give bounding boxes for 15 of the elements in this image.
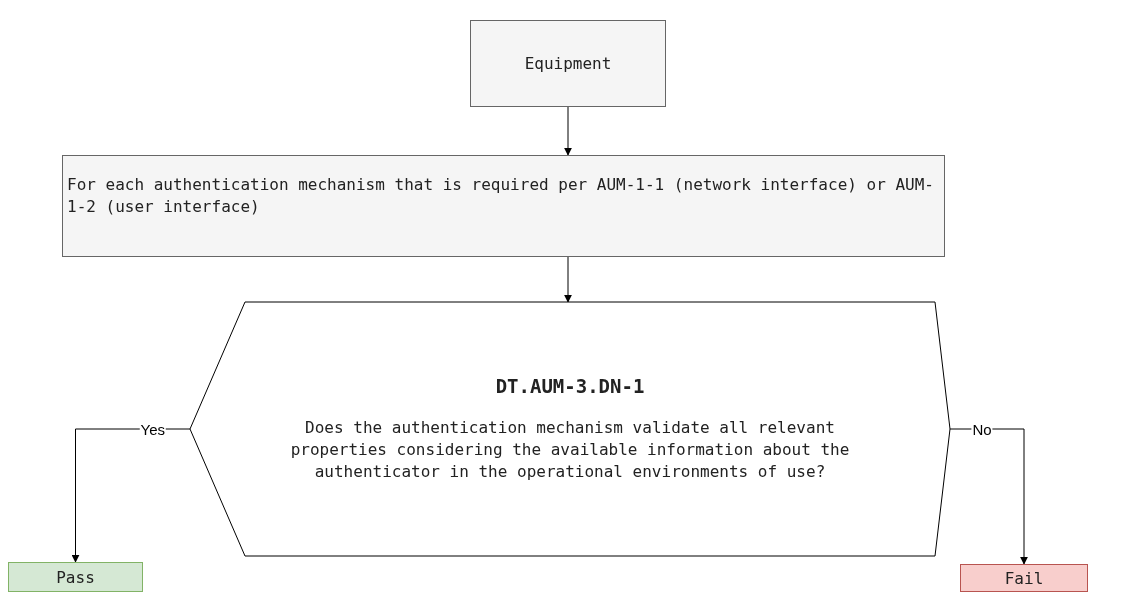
terminal-box (960, 564, 1088, 592)
decision-title: DT.AUM-3.DN-1 (495, 375, 645, 397)
terminal-box (8, 562, 143, 592)
node-text: For each authentication mechanism that is required per AUM-1-1 (network interface) or AUM-1-2 (user interface) (67, 174, 935, 218)
node-text: Equipment (524, 54, 612, 73)
node-text: Pass (56, 567, 95, 587)
process-box (62, 155, 945, 257)
decision-hexagon (190, 302, 950, 556)
decision-question: Does the authentication mechanism validate all relevant properties considering the available information about the authenticator in the operational environments of use? (289, 417, 851, 483)
arrow (949, 428, 1028, 565)
arrow (564, 256, 572, 303)
arrow (71, 428, 191, 563)
process-box (470, 20, 666, 107)
arrow (564, 106, 572, 156)
node-text: Fail (1004, 568, 1044, 588)
